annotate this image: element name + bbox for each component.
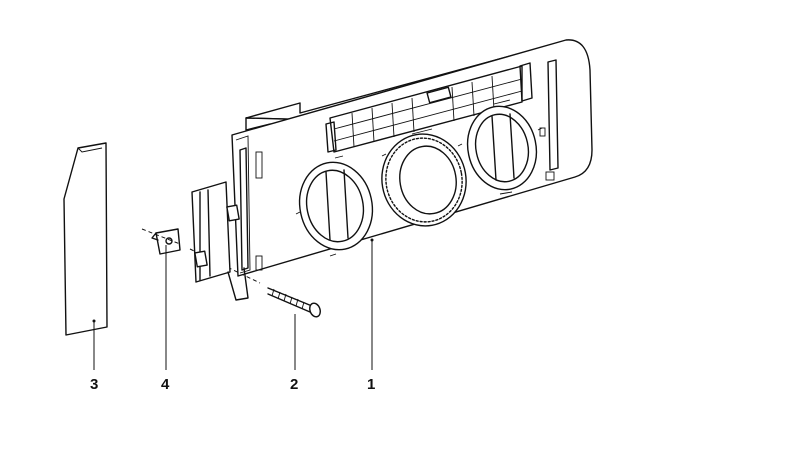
center-dial: [381, 128, 467, 227]
callout-3: 3: [90, 376, 98, 393]
left-knob: [295, 155, 374, 257]
right-knob: [466, 99, 543, 195]
part-3-cover-plate: [63, 142, 108, 336]
part-1-heater-control-panel: [191, 39, 593, 301]
part-4-clip-nut: [151, 228, 181, 255]
callout-2: 2: [290, 376, 298, 393]
callout-1: 1: [367, 376, 375, 393]
callout-4: 4: [161, 376, 170, 393]
part-2-screw: [267, 287, 321, 318]
leader-lines: [92, 238, 374, 370]
